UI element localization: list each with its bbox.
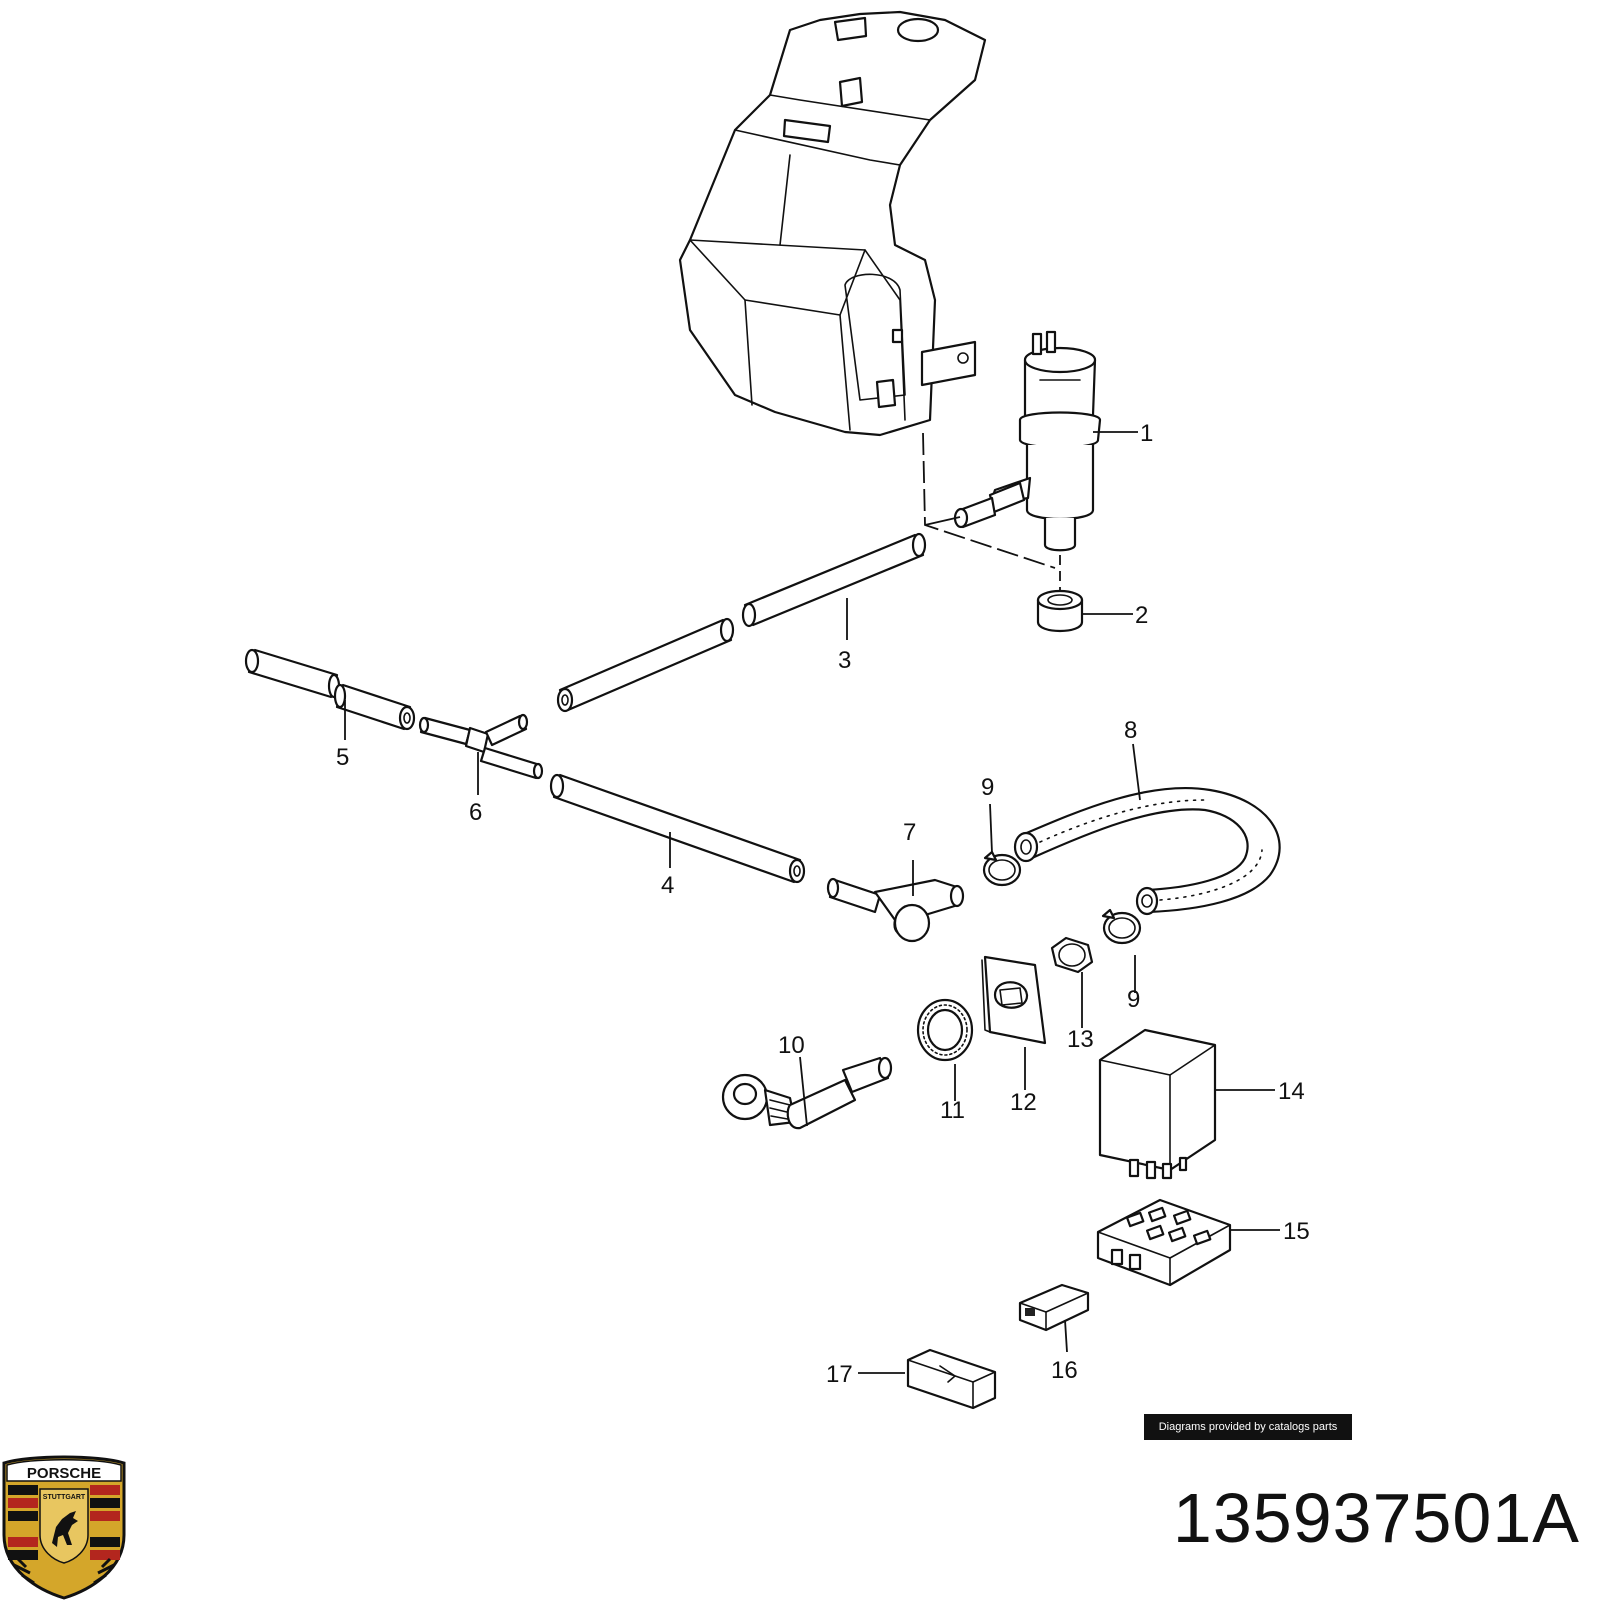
callout-16: 16	[1051, 1357, 1078, 1384]
callout-17: 17	[826, 1361, 853, 1388]
callout-4: 4	[661, 872, 674, 899]
callout-11: 11	[940, 1097, 965, 1124]
angle-connector	[826, 877, 965, 943]
washer-pump	[988, 330, 1102, 552]
callout-13: 13	[1067, 1026, 1094, 1053]
part-number: 135937501A	[1172, 1479, 1580, 1557]
porsche-crest-logo: PORSCHE STUTTGART	[2, 1455, 126, 1600]
single-connector	[1018, 1283, 1090, 1332]
callout-9b: 9	[1127, 986, 1140, 1013]
callout-10: 10	[778, 1032, 805, 1059]
u-hose	[1013, 786, 1281, 916]
hose-short	[244, 648, 416, 731]
callout-12: 12	[1010, 1089, 1037, 1116]
callout-3: 3	[838, 647, 851, 674]
gasket-ring	[916, 998, 974, 1062]
assembly-line-3	[924, 516, 961, 526]
hose-clamp-lower	[1101, 908, 1142, 945]
t-connector	[418, 713, 544, 780]
callout-7: 7	[903, 819, 916, 846]
callout-6: 6	[469, 799, 482, 826]
washer-jet	[721, 1056, 893, 1130]
credit-banner: Diagrams provided by catalogs parts	[1144, 1414, 1352, 1440]
callout-14: 14	[1278, 1078, 1305, 1105]
callout-8: 8	[1124, 717, 1137, 744]
hose-lower	[549, 773, 806, 884]
insulating-sleeve	[906, 1348, 997, 1410]
callouts: 1 2 3 4 5 6 7 8 9 9 10 11 12 13 14 15 16…	[336, 420, 1310, 1388]
callout-2: 2	[1135, 602, 1148, 629]
mounting-bracket	[981, 955, 1047, 1045]
callout-15: 15	[1283, 1218, 1310, 1245]
callout-5: 5	[336, 744, 349, 771]
antler-icon-right	[93, 1557, 115, 1585]
logo-city-text: STUTTGART	[43, 1494, 86, 1501]
grommet	[1036, 589, 1084, 632]
hose-clamp-upper	[982, 850, 1022, 887]
hex-nut	[1050, 936, 1094, 974]
pump-outlet-nipple	[953, 481, 1026, 529]
horse-icon	[52, 1511, 78, 1547]
reservoir-tank	[678, 10, 987, 437]
callout-1: 1	[1140, 420, 1153, 447]
hose-upper	[556, 532, 927, 713]
antler-icon-left	[13, 1557, 35, 1585]
relay	[1098, 1028, 1217, 1180]
connector-housing	[1096, 1198, 1232, 1287]
callout-9a: 9	[981, 774, 994, 801]
leader-lines	[344, 431, 1280, 1374]
logo-brand-text: PORSCHE	[27, 1465, 101, 1482]
